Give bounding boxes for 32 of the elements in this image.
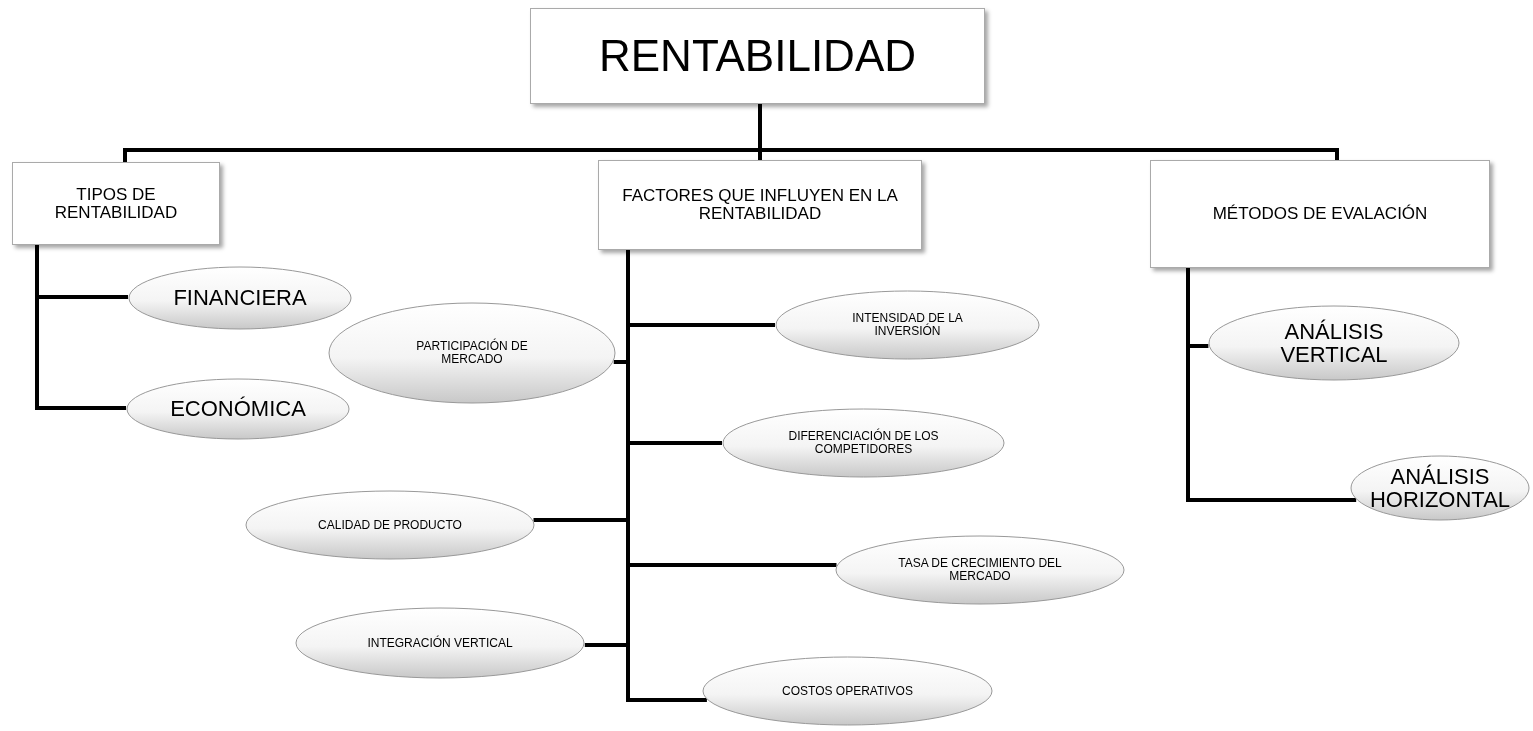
concept-ellipse — [126, 378, 350, 440]
concept-ellipse — [1208, 305, 1460, 381]
node-label: RENTABILIDAD — [598, 32, 917, 80]
category-box — [598, 160, 922, 250]
concept-ellipse — [1350, 455, 1530, 521]
node-label: FACTORES QUE INFLUYEN EN LA RENTABILIDAD — [621, 187, 899, 223]
node-label: MÉTODOS DE EVALACIÓN — [1211, 205, 1429, 223]
node-label: TIPOS DE RENTABILIDAD — [53, 185, 179, 222]
concept-ellipse — [128, 266, 352, 330]
concept-ellipse — [702, 656, 993, 726]
node-label: ANÁLISIS VERTICAL — [1279, 319, 1389, 367]
node-label: FINANCIERA — [172, 286, 308, 310]
concept-ellipse — [775, 290, 1040, 360]
category-box — [1150, 160, 1490, 268]
connector-line — [626, 250, 707, 702]
concept-ellipse — [722, 408, 1005, 478]
concept-ellipse — [328, 302, 616, 404]
connector-line — [1186, 268, 1357, 502]
node-label: TASA DE CRECIMIENTO DEL MERCADO — [897, 557, 1063, 583]
node-label: COSTOS OPERATIVOS — [781, 684, 914, 698]
category-box — [12, 162, 220, 245]
node-label: PARTICIPACIÓN DE MERCADO — [415, 340, 529, 366]
category-box — [530, 8, 985, 104]
node-label: CALIDAD DE PRODUCTO — [317, 518, 463, 532]
node-label: INTENSIDAD DE LA INVERSIÓN — [851, 312, 964, 338]
node-label: INTEGRACIÓN VERTICAL — [366, 636, 514, 650]
node-label: DIFERENCIACIÓN DE LOS COMPETIDORES — [787, 430, 940, 456]
concept-ellipse — [295, 607, 585, 679]
concept-ellipse — [245, 490, 535, 560]
concept-ellipse — [835, 535, 1125, 605]
node-label: ANÁLISIS HORIZONTAL — [1368, 464, 1512, 512]
node-label: ECONÓMICA — [169, 397, 307, 421]
